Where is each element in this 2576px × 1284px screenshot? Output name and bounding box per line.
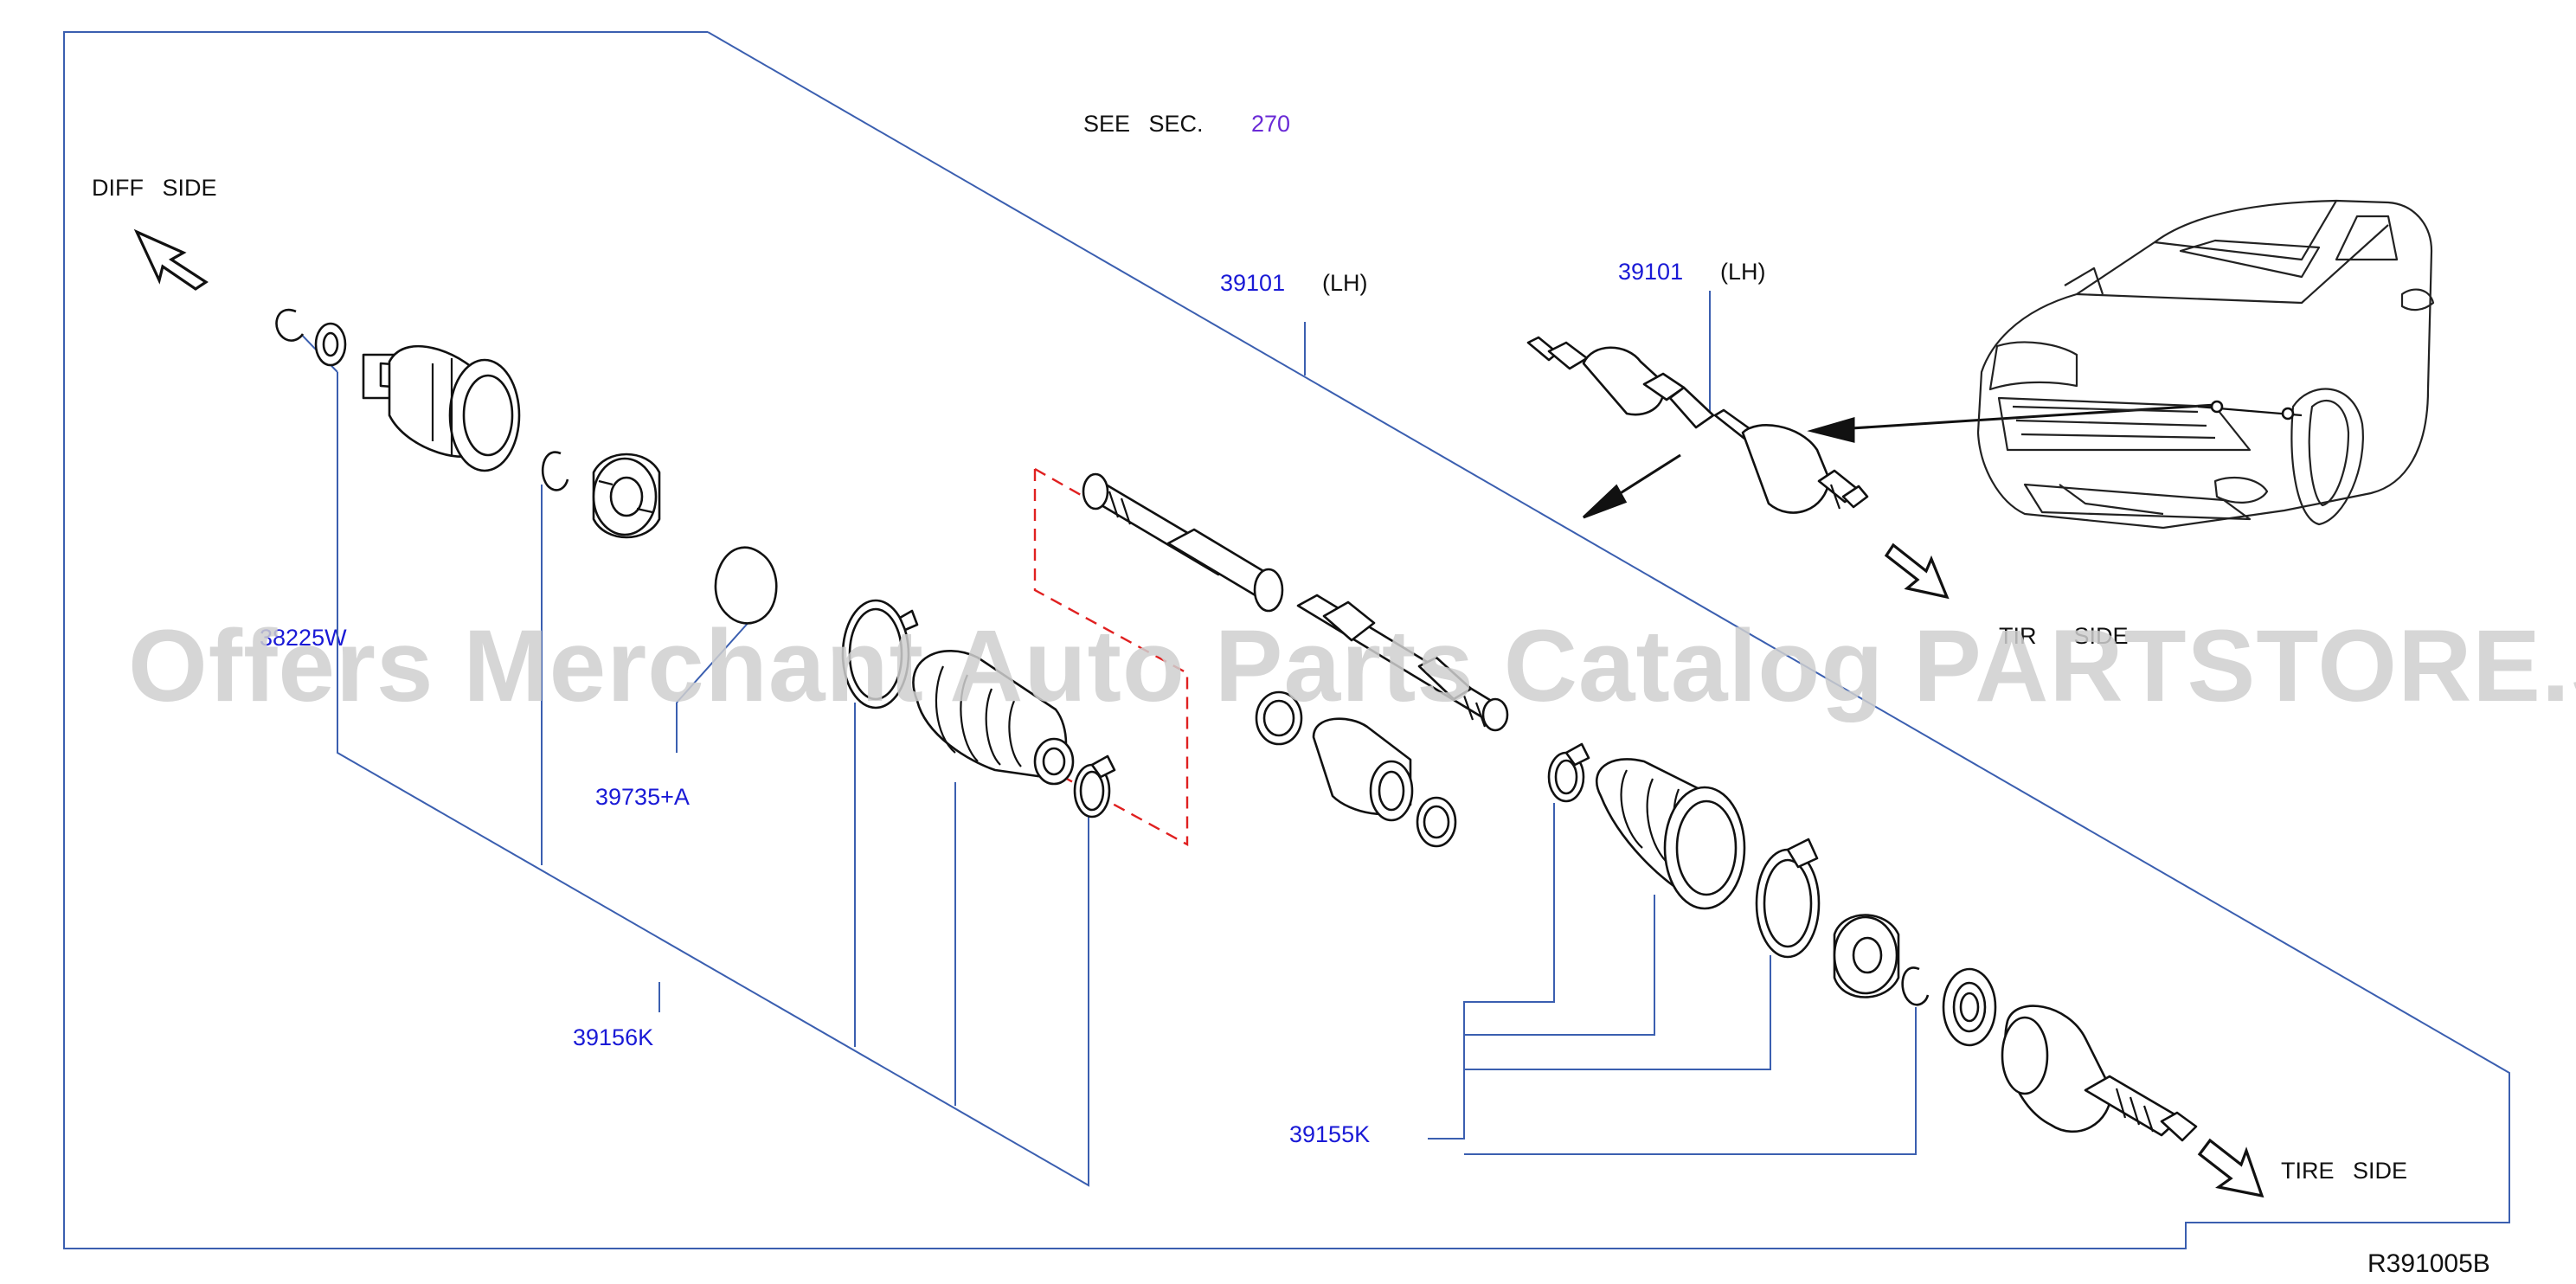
circlip-kit-part-number[interactable]: 39735+A: [595, 784, 690, 810]
inner-joint-part-number[interactable]: 38225W: [260, 625, 347, 651]
outer-kit-leaders: [1428, 803, 1917, 1155]
boot-band-large-inner: [841, 599, 919, 709]
figure-code: R391005B: [2367, 1249, 2490, 1278]
inset-shaft-part-number[interactable]: 39101: [1618, 259, 1683, 285]
main-shaft-part-number[interactable]: 39101: [1220, 270, 1285, 296]
diff-side-label: DIFF SIDE: [92, 175, 217, 201]
vehicle-illustration: [1976, 199, 2435, 530]
washer-inner: [314, 322, 347, 367]
inner-kit-leaders: [295, 328, 1089, 1187]
snap-ring-inner: [275, 308, 305, 342]
shaft-damper-ring-outer: [1416, 796, 1457, 848]
shaft-bar: [1082, 472, 1509, 732]
outer-joint-housing: [2001, 1005, 2198, 1142]
see-section-link[interactable]: 270: [1251, 111, 1290, 137]
watermark: Offers Merchant Auto Parts Catalog PARTS…: [128, 609, 2576, 723]
inset-shaft-assembly: [1526, 336, 1869, 514]
inset-location-arrow-icon: [1807, 403, 2216, 443]
spider-assembly: [592, 453, 661, 539]
inset-tire-side-label: TIR SIDE: [1999, 623, 2129, 649]
shaft-damper-ring: [1255, 690, 1303, 746]
boot-band-large-outer: [1755, 838, 1821, 959]
tire-side-label: TIRE SIDE: [2281, 1158, 2407, 1184]
inner-joint-housing: [362, 344, 521, 472]
shaft-damper: [1312, 717, 1414, 822]
washer-outer: [1942, 967, 1997, 1047]
inset-tire-side-arrow-icon: [1884, 542, 1950, 600]
main-shaft-side: (LH): [1322, 270, 1368, 296]
see-section-label: SEE SEC.: [1083, 111, 1204, 137]
section-frame: [63, 31, 2510, 1249]
inner-boot-kit-part-number[interactable]: 39156K: [573, 1024, 653, 1050]
inset-removal-arrow-icon: [1582, 453, 1681, 519]
circlip-large: [714, 546, 778, 625]
inner-boot: [912, 650, 1075, 786]
snap-ring-outer: [1901, 966, 1930, 1006]
boot-band-small-inner: [1073, 754, 1116, 819]
hidden-assembly-outline: [1033, 469, 1189, 847]
outer-boot-kit-part-number[interactable]: 39155K: [1289, 1121, 1370, 1147]
boot-band-small-outer: [1547, 742, 1590, 803]
tire-side-arrow-icon: [2197, 1138, 2264, 1198]
inset-shaft-side: (LH): [1720, 259, 1766, 285]
outer-boot: [1595, 758, 1746, 910]
snap-ring-middle: [541, 451, 569, 491]
outer-spider-assembly: [1833, 914, 1900, 998]
diff-side-arrow-icon: [133, 228, 209, 291]
